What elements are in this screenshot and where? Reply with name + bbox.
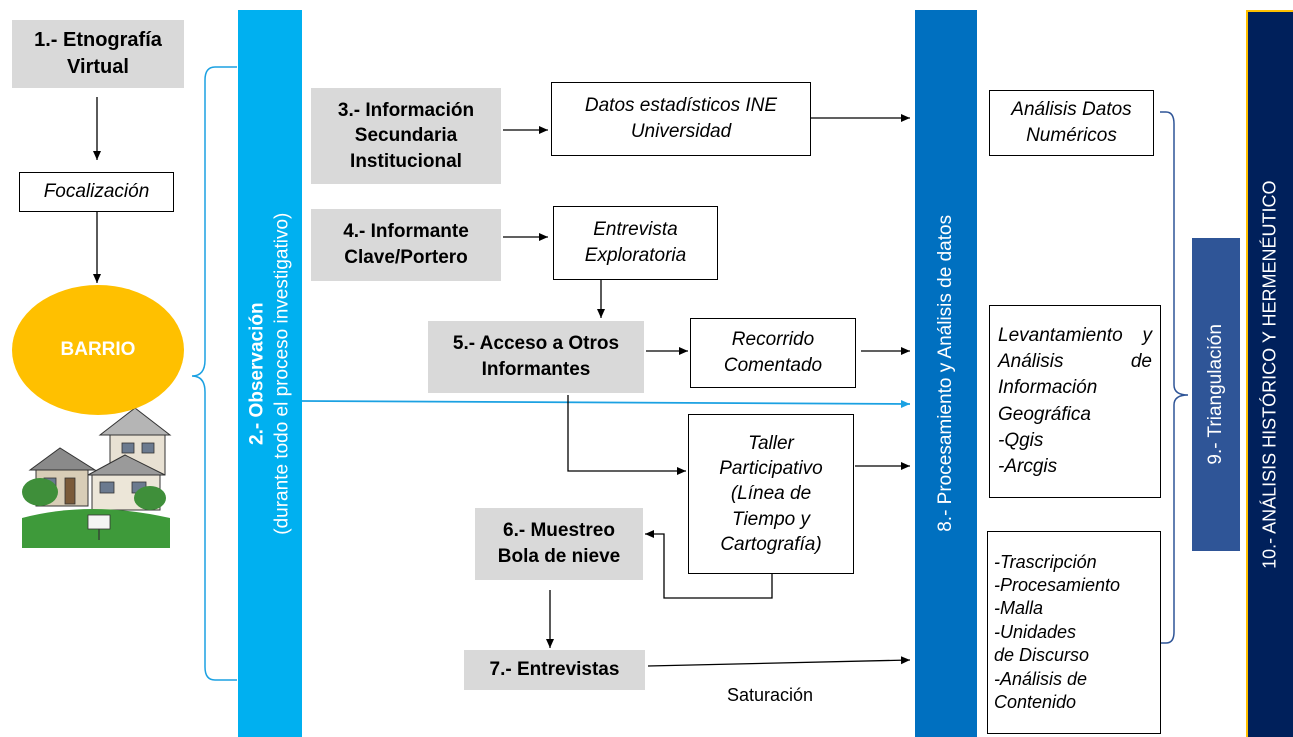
saturacion-label: Saturación xyxy=(726,684,814,705)
step-acceso-informantes: 5.- Acceso a Otros Informantes xyxy=(428,321,644,393)
observacion-bar: 2.- Observación (durante todo el proceso… xyxy=(238,10,302,737)
discurso-analisis-box: -Trascripción -Procesamiento -Malla -Uni… xyxy=(987,531,1161,734)
levantamiento-informacion-geografica-box: Levantamiento y Análisis de Información … xyxy=(989,305,1161,498)
step-entrevistas: 7.- Entrevistas xyxy=(464,650,645,690)
datos-estadisticos-box: Datos estadísticos INE Universidad xyxy=(551,82,811,156)
arcgis-label: -Arcgis xyxy=(998,455,1058,477)
qgis-label: -Qgis xyxy=(998,429,1044,451)
triangulacion-label: 9.- Triangulación xyxy=(1204,324,1226,465)
triangulacion-bar: 9.- Triangulación xyxy=(1192,238,1240,551)
procesamiento-bar: 8.- Procesamiento y Análisis de datos xyxy=(915,10,977,737)
hermeneutico-label: 10.- ANÁLISIS HISTÓRICO Y HERMENÉUTICO xyxy=(1259,180,1280,569)
arrow-entrevistas-procesamiento xyxy=(647,656,911,667)
house-illustration xyxy=(22,407,172,548)
observacion-label: 2.- Observación (durante todo el proceso… xyxy=(245,212,294,534)
analisis-datos-numericos-box: Análisis Datos Numéricos xyxy=(989,90,1154,156)
levantamiento-label: Levantamiento y Análisis de Información … xyxy=(998,324,1152,425)
arrow-observacion-procesamiento xyxy=(301,399,911,408)
entrevista-exploratoria-box: Entrevista Exploratoria xyxy=(553,206,718,280)
step-informacion-secundaria: 3.- Información Secundaria Institucional xyxy=(311,88,501,184)
triangulacion-bracket xyxy=(1160,111,1189,644)
arrow-taller-muestreo xyxy=(645,530,773,599)
focalizacion-box: Focalización xyxy=(19,172,174,212)
observacion-bracket xyxy=(191,66,237,681)
step-etnografia-virtual: 1.- Etnografía Virtual xyxy=(12,20,184,88)
recorrido-comentado-box: Recorrido Comentado xyxy=(690,318,856,388)
hermeneutico-bar: 10.- ANÁLISIS HISTÓRICO Y HERMENÉUTICO xyxy=(1246,10,1293,737)
observacion-title: 2.- Observación xyxy=(246,302,268,445)
observacion-subtitle: (durante todo el proceso investigativo) xyxy=(271,212,293,535)
step-informante-clave: 4.- Informante Clave/Portero xyxy=(311,209,501,281)
taller-participativo-box: Taller Participativo (Línea de Tiempo y … xyxy=(688,414,854,574)
step-muestreo-bola-nieve: 6.- Muestreo Bola de nieve xyxy=(475,508,643,580)
arrow-acceso-taller xyxy=(567,395,686,475)
procesamiento-label: 8.- Procesamiento y Análisis de datos xyxy=(934,215,956,532)
barrio-circle: BARRIO xyxy=(12,285,184,415)
